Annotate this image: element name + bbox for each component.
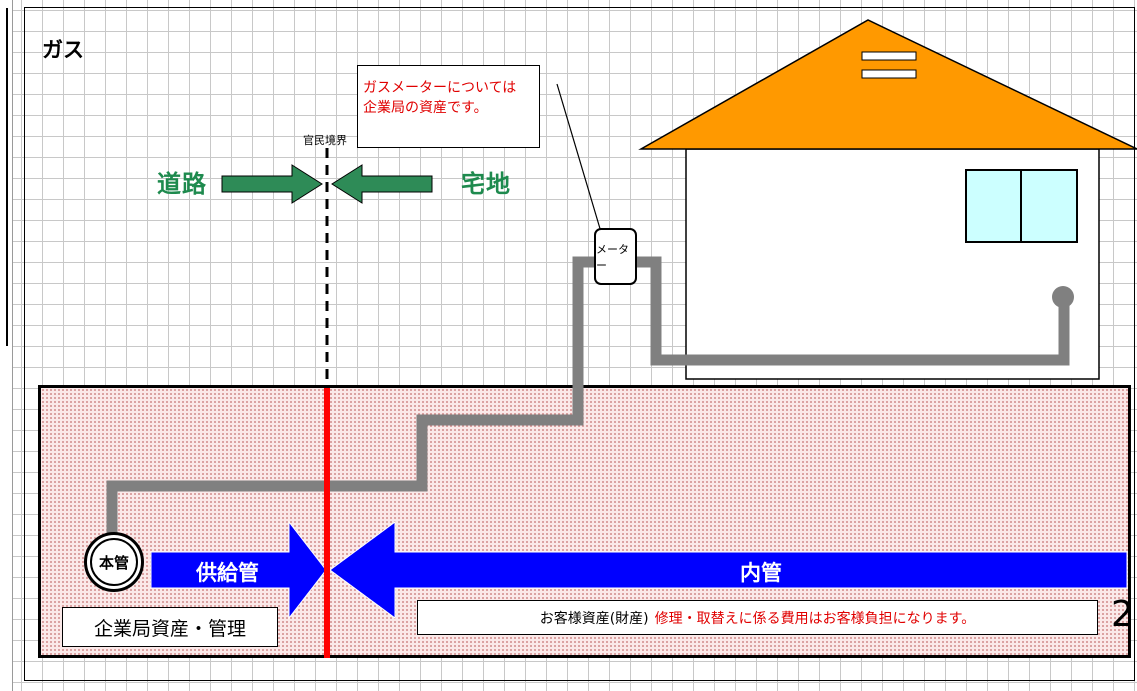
left-margin-marker	[0, 8, 8, 346]
bureau-asset-box: 企業局資産・管理	[62, 607, 278, 647]
diagram-frame	[24, 7, 1135, 681]
gas-pipe-indoor	[637, 256, 1070, 366]
callout-line-2: 企業局の資産です。	[363, 100, 488, 116]
boundary-label: 官民境界	[303, 134, 347, 147]
road-label: 道路	[157, 170, 207, 198]
residential-arrow	[331, 164, 433, 204]
callout-line-1: ガスメーターについては	[363, 80, 517, 96]
main-pipe-marker: 本管	[84, 532, 144, 592]
page-title: ガス	[42, 38, 84, 62]
customer-asset-box: お客様資産(財産) 修理・取替えに係る費用はお客様負担になります。	[417, 600, 1098, 635]
customer-cost-note: 修理・取替えに係る費用はお客様負担になります。	[654, 610, 976, 627]
inner-pipe-arrow	[329, 521, 1128, 619]
customer-asset-label: お客様資産(財産)	[539, 610, 649, 627]
inner-pipe-label: 内管	[740, 561, 782, 585]
gas-meter: メーター	[594, 228, 637, 285]
supply-pipe-label: 供給管	[196, 561, 259, 585]
underground-pipe	[106, 385, 584, 533]
roof-vent-upper	[861, 51, 917, 61]
house-roof	[638, 19, 1137, 150]
meter-ownership-callout: ガスメーターについては 企業局の資産です。	[357, 65, 540, 148]
gas-outlet	[1052, 286, 1074, 308]
supply-pipe-arrow	[150, 520, 327, 620]
road-arrow	[221, 164, 323, 204]
meter-label: メーター	[596, 242, 629, 272]
bureau-asset-label: 企業局資産・管理	[93, 617, 246, 640]
residential-label: 宅地	[461, 170, 511, 198]
main-pipe-label: 本管	[98, 553, 129, 572]
page-number: 2	[1111, 594, 1134, 635]
roof-vent-lower	[861, 69, 917, 79]
callout-pointer	[556, 83, 602, 233]
